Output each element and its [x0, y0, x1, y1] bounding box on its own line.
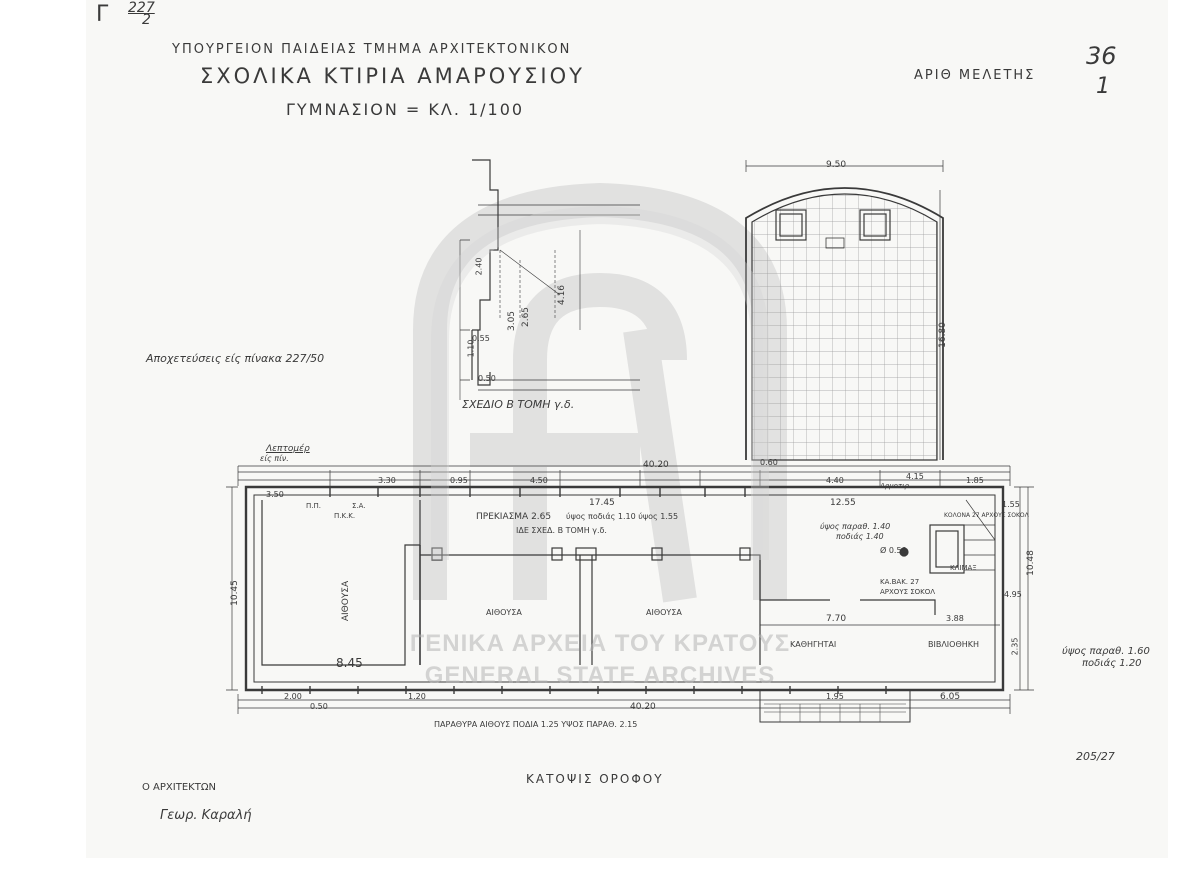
- dim-388: 3.88: [946, 614, 964, 623]
- dim-350: 3.50: [266, 490, 284, 499]
- dim-tower-depth: 16.80: [937, 322, 948, 348]
- dim-height-right: 10.48: [1025, 550, 1036, 576]
- room-label-mid: ΑΙΘΟΥΣΑ: [486, 608, 522, 617]
- drainage-note: Αποχετεύσεις είς πίνακα 227/50: [146, 352, 325, 365]
- dim-235: 2.35: [1010, 637, 1020, 656]
- corridor-note-2: ποδιάς 1.40: [836, 532, 884, 541]
- plan-title: ΚΑΤΟΨΙΣ ΟΡΟΦΟΥ: [526, 772, 664, 786]
- dim-room-depth: 8.45: [336, 656, 363, 670]
- architect-signature: Γεωρ. Καραλή: [160, 808, 252, 823]
- dim-450: 4.50: [530, 476, 548, 485]
- drawing-subtitle: ΓΥΜΝΑΣΙΟΝ = ΚΛ. 1/100: [286, 100, 525, 119]
- dim-060: 0.60: [760, 458, 778, 467]
- watermark-overlay: [431, 205, 769, 560]
- arch-note: Αρμοτιρ: [880, 482, 909, 490]
- detail-note-2: είς πίν.: [260, 454, 289, 463]
- section-dim-055: 0.55: [472, 334, 490, 343]
- stair-label: ΚΛΙΜΑΞ: [950, 564, 977, 572]
- detail-note-1: Λεπτομέρ: [266, 444, 310, 454]
- drain-pipe-label: ΚΑ.ΒΑΚ. 27: [880, 578, 920, 586]
- right-note-1: ύψος παραθ. 1.60: [1062, 646, 1150, 657]
- dim-415: 4.15: [906, 472, 924, 481]
- dim-height-left: 10.45: [229, 580, 240, 606]
- top-dimension-lines: [237, 465, 1011, 486]
- dim-440: 4.40: [826, 476, 844, 485]
- corner-code: Γ: [96, 2, 109, 27]
- pm-label: Π.Π.: [306, 502, 321, 510]
- architect-label: Ο ΑΡΧΙΤΕΚΤΩΝ: [142, 782, 216, 793]
- section-dim-050: 0.50: [478, 374, 496, 383]
- dim-200: 2.00: [284, 692, 302, 701]
- dim-1255: 12.55: [830, 498, 856, 508]
- study-number-bottom: 1: [1096, 74, 1110, 99]
- library-label: ΒΙΒΛΙΟΘΗΚΗ: [928, 640, 980, 649]
- corner-num-top: 227: [128, 0, 155, 16]
- ministry-title: ΥΠΟΥΡΓΕΙΟΝ ΠΑΙΔΕΙΑΣ ΤΜΗΜΑ ΑΡΧΙΤΕΚΤΟΝΙΚΟΝ: [172, 42, 572, 57]
- side-dimension-lines: [226, 486, 1034, 691]
- watermark-english: GENERAL STATE ARCHIVES: [424, 662, 776, 689]
- dim-495: 4.95: [1004, 590, 1022, 599]
- tower-plan: [745, 160, 944, 461]
- main-building-plan: [244, 485, 1005, 723]
- dim-770: 7.70: [826, 614, 847, 624]
- dim-185: 1.85: [966, 476, 984, 485]
- section-drawing: [459, 159, 640, 400]
- dim-155: 1.55: [1002, 500, 1020, 509]
- section-dim-416: 4.16: [557, 284, 568, 306]
- fire-note: ΚΟΛΟΝΑ 27 ΑΡΧΟΥΣ ΣΟΚΟΛ: [944, 512, 1029, 519]
- room-label-right: ΑΙΘΟΥΣΑ: [646, 608, 682, 617]
- right-note-2: ποδιάς 1.20: [1082, 658, 1142, 669]
- dim-tower-width: 9.50: [826, 160, 847, 170]
- room-label-left: ΑΙΘΟΥΣΑ: [341, 580, 352, 622]
- sa-label: Σ.Α.: [352, 502, 366, 510]
- pkk-label: Π.Κ.Κ.: [334, 512, 356, 520]
- dim-195: 1.95: [826, 692, 844, 701]
- label-lintel: ΠΡΕΚΙΑΣΜΑ 2.65: [476, 512, 552, 522]
- label-cornice: ύψος ποδιάς 1.10 ύψος 1.55: [566, 512, 679, 521]
- section-dim-305: 3.05: [507, 310, 518, 332]
- dim-095: 0.95: [450, 476, 468, 485]
- dim-1745: 17.45: [589, 498, 615, 508]
- section-label: ΣΧΕΔΙΟ Β ΤΟΜΗ γ.δ.: [462, 398, 575, 411]
- column-label: Ø 0.50: [880, 546, 907, 555]
- window-note: ΠΑΡΑΘΥΡΑ ΑΙΘΟΥΣ ΠΟΔΙΑ 1.25 ΥΨΟΣ ΠΑΡΑΘ. 2…: [434, 720, 638, 729]
- dim-330: 3.30: [378, 476, 396, 485]
- project-title: ΣΧΟΛΙΚΑ ΚΤΙΡΙΑ ΑΜΑΡΟΥΣΙΟΥ: [200, 64, 585, 88]
- paper-background: [86, 0, 1168, 858]
- wc-label: ΚΑΘΗΓΗΤΑΙ: [790, 640, 837, 649]
- reference-number: 205/27: [1076, 750, 1115, 763]
- study-number-top: 36: [1086, 42, 1117, 70]
- dim-overall-bottom: 40.20: [630, 702, 656, 712]
- dim-050: 0.50: [310, 702, 328, 711]
- drain-pipe-label-2: ΑΡΧΟΥΣ ΣΟΚΟΛ: [880, 588, 936, 596]
- section-dim-265: 2.65: [521, 306, 532, 328]
- label-section-ref: ΙΔΕ ΣΧΕΔ. Β ΤΟΜΗ γ.δ.: [516, 526, 607, 535]
- dim-120: 1.20: [408, 692, 426, 701]
- dim-605: 6.05: [940, 692, 961, 702]
- watermark-greek: ΓΕΝΙΚΑ ΑΡΧΕΙΑ ΤΟΥ ΚΡΑΤΟΥΣ: [409, 630, 791, 657]
- dim-overall-top: 40.20: [643, 460, 669, 470]
- corridor-note: ύψος παραθ. 1.40: [820, 522, 891, 531]
- bottom-dimension-lines: [237, 694, 1011, 714]
- study-label: ΑΡΙΘ ΜΕΛΕΤΗΣ: [914, 68, 1036, 83]
- corner-num-bottom: 2: [142, 12, 151, 28]
- section-dim-240: 2.40: [474, 257, 484, 276]
